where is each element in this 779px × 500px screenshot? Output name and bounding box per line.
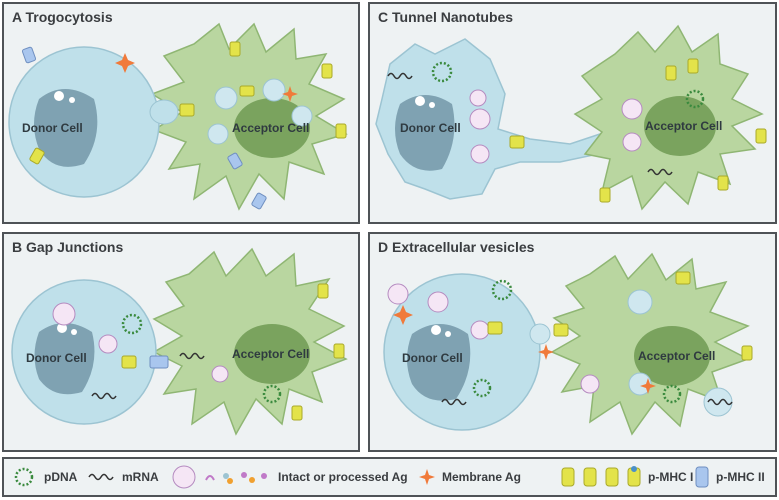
panel-title-c: C Tunnel Nanotubes <box>378 9 514 25</box>
acceptor-nucleus <box>234 98 310 158</box>
legend-item-antigen: Intact or processed Ag <box>170 459 408 495</box>
pmhc2-icon <box>695 466 709 488</box>
legend-label-mrna: mRNA <box>122 470 159 484</box>
donor-nucleus <box>395 95 455 171</box>
donor-nucleus <box>407 324 471 401</box>
antigen-icon <box>172 465 267 489</box>
panel-tunnel-nanotubes: Donor Cell Acceptor Cell C Tunnel Nanotu… <box>368 2 777 224</box>
legend-label-pmhc1: p-MHC I <box>648 470 694 484</box>
gap-junctions-illustration: Donor Cell Acceptor Cell <box>11 247 348 436</box>
legend-item-pmhc1: p-MHC I <box>560 459 693 495</box>
mrna-icon <box>88 473 114 481</box>
donor-cell-label: Donor Cell <box>402 351 463 365</box>
membrane-ag-icon <box>419 469 435 485</box>
panel-trogocytosis: Acceptor Cell Donor Cell A Trogocytosis <box>2 2 360 224</box>
pdna-icon <box>14 467 34 487</box>
legend-item-mrna: mRNA <box>86 459 159 495</box>
acceptor-nucleus <box>234 324 310 384</box>
panel-title-b: B Gap Junctions <box>12 239 124 255</box>
panel-title-d: D Extracellular vesicles <box>378 239 535 255</box>
donor-cell-label: Donor Cell <box>22 121 83 135</box>
legend-item-pmhc2: p-MHC II <box>694 459 765 495</box>
panel-gap-junctions: Donor Cell Acceptor Cell B Gap Junctions <box>2 232 360 452</box>
trogocytosis-illustration: Acceptor Cell Donor Cell <box>8 22 348 211</box>
extracellular-vesicles-illustration: Donor Cell Acceptor Cell <box>383 252 753 436</box>
donor-nucleus <box>34 323 95 395</box>
acceptor-cell-label: Acceptor Cell <box>645 119 722 133</box>
tunnel-nanotubes-illustration: Donor Cell Acceptor Cell <box>375 24 767 211</box>
donor-nucleus <box>34 89 98 167</box>
donor-cell-label: Donor Cell <box>400 121 461 135</box>
legend-label-pdna: pDNA <box>44 470 78 484</box>
legend-label-pmhc2: p-MHC II <box>716 470 765 484</box>
acceptor-cell-label: Acceptor Cell <box>638 349 715 363</box>
legend-label-membrane-ag: Membrane Ag <box>442 470 521 484</box>
acceptor-cell-label: Acceptor Cell <box>232 347 309 361</box>
legend-item-pdna: pDNA <box>12 459 77 495</box>
legend-item-membrane-ag: Membrane Ag <box>418 459 521 495</box>
acceptor-nucleus <box>634 326 710 386</box>
legend: pDNA mRNA Intact or processed Ag Membran… <box>2 457 777 497</box>
acceptor-cell-label: Acceptor Cell <box>232 121 309 135</box>
legend-label-antigen: Intact or processed Ag <box>278 470 408 484</box>
panel-title-a: A Trogocytosis <box>12 9 113 25</box>
pmhc1-icon <box>561 466 641 487</box>
panel-extracellular-vesicles: Donor Cell Acceptor Cell D Extracellular… <box>368 232 777 452</box>
acceptor-nucleus <box>644 96 716 156</box>
donor-cell-label: Donor Cell <box>26 351 87 365</box>
